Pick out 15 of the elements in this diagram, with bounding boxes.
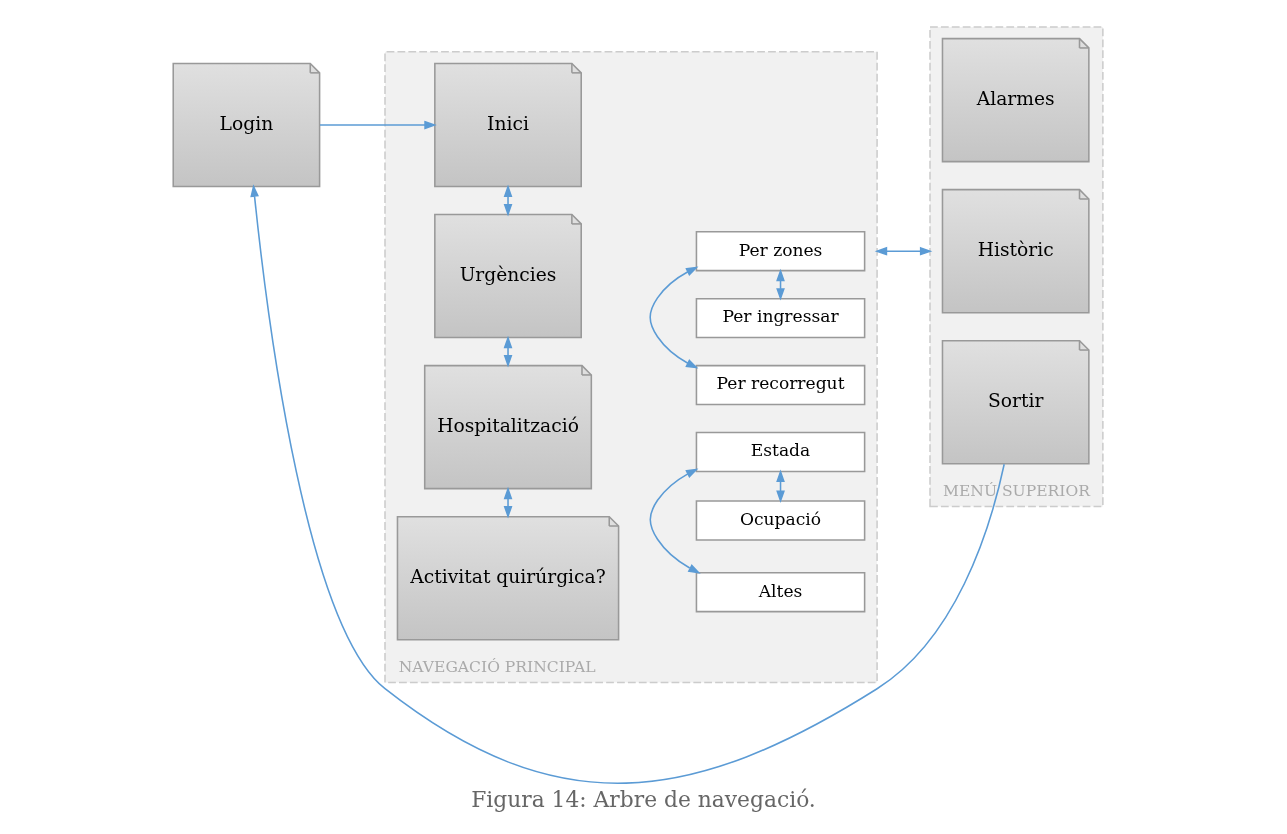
arrow [250, 184, 1005, 784]
node-box: Estada [695, 431, 866, 473]
arrow [874, 246, 933, 256]
node-box: Per recorregut [695, 364, 866, 406]
caption: Figura 14: Arbre de navegació. [471, 787, 816, 813]
node-box: Per zones [695, 230, 866, 272]
arrow [649, 266, 699, 369]
arrow [649, 468, 701, 574]
arrow [319, 120, 437, 130]
arrow [503, 335, 513, 368]
node-box: Ocupació [695, 500, 866, 541]
arrow [503, 486, 513, 519]
node-box: Altes [695, 571, 866, 613]
node-box: Per ingressar [695, 297, 866, 339]
arrow [503, 184, 513, 217]
